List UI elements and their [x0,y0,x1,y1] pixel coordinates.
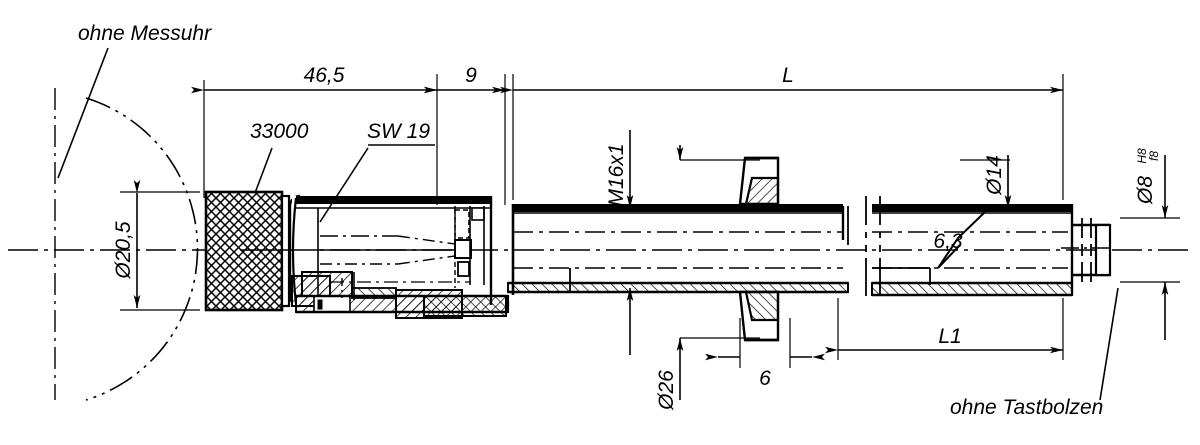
extension-lines [203,74,1180,368]
leader-ohne-tastbolzen [1099,287,1119,401]
dimlabel-26: Ø26 [655,370,678,411]
dimlabel-9: 9 [465,64,477,87]
dimension-lines [133,86,1169,400]
dimlabel-6: 6 [759,367,771,390]
drawing-text-labels: ohne Messuhr ohne Tastbolzen 33000 SW 19… [78,22,1161,419]
dimlabel-14: Ø14 [983,155,1006,196]
probe-pin-d8 [1060,218,1112,282]
break-line-marks [865,196,881,296]
label-sw19: SW 19 [367,120,430,143]
dimlabel-46-5: 46,5 [304,64,345,87]
label-part-number: 33000 [250,120,309,143]
drawing-geometry [8,47,1192,401]
hex-body-internal-section [240,206,485,288]
leader-lines [254,144,1119,401]
note-ohne-tastbolzen: ohne Tastbolzen [950,396,1103,419]
dimlabel-L: L [782,64,794,87]
dimlabel-8: Ø8 [1134,176,1157,205]
phantom-dial-gauge-outline [54,88,199,401]
threaded-shaft-m16 [507,204,849,295]
dimlabel-8-tol-lower: f8 [1147,151,1161,161]
leader-33000 [254,147,273,194]
leader-sw19 [319,147,369,223]
knurled-cap [204,190,291,312]
label-surface-finish: 6,3 [933,230,963,253]
shaft-d14 [871,204,1074,297]
shaft-step-and-break [841,196,881,296]
hex-collar-nut [738,156,780,342]
surface-finish-symbol [937,211,986,269]
dimlabel-L1: L1 [938,325,961,348]
section-hatch-hexbody [291,271,510,319]
note-ohne-messuhr: ohne Messuhr [78,22,212,45]
dimlabel-8-tol-upper: H8 [1135,148,1149,164]
dimlabel-m16x1: M16x1 [605,143,628,206]
leader-ohne-messuhr [57,47,109,179]
dimlabel-20-5: Ø20,5 [112,221,135,280]
